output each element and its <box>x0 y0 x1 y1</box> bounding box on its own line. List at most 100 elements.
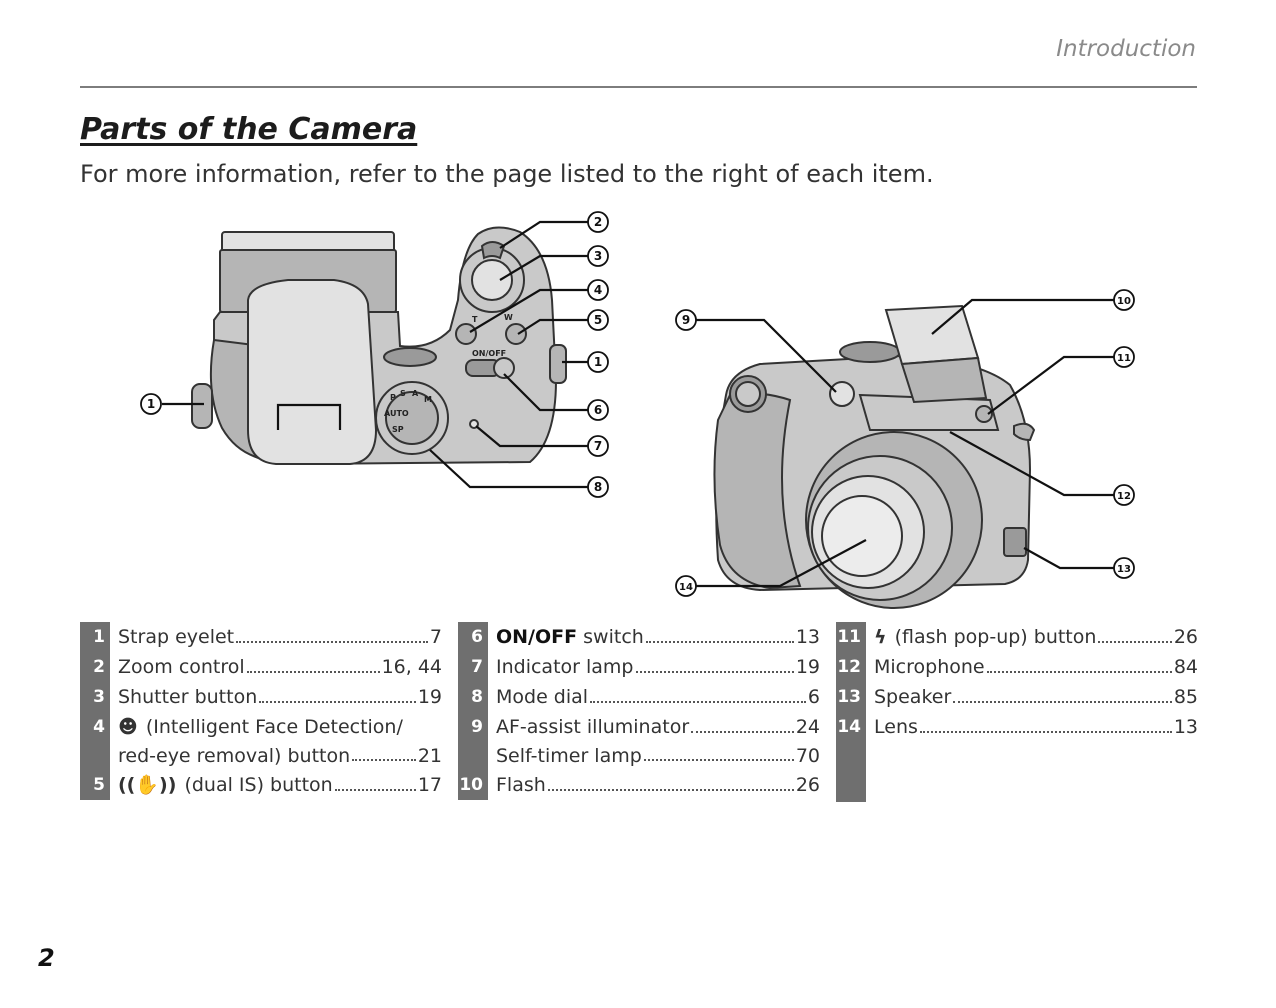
part-label: (Intelligent Face Detection/ <box>145 716 403 738</box>
svg-text:4: 4 <box>594 283 602 297</box>
callout-13: 13 <box>1113 557 1135 579</box>
camera-top-view: T W ON/OFF M A S P SP AUTO <box>191 226 567 466</box>
part-page: 19 <box>417 686 442 708</box>
svg-text:S: S <box>400 389 406 398</box>
callout-7: 7 <box>587 435 609 457</box>
part-page: 84 <box>1173 656 1198 678</box>
part-label: Flash <box>496 774 546 796</box>
callout-3: 3 <box>587 245 609 267</box>
svg-text:W: W <box>504 313 513 322</box>
part-page: 17 <box>417 774 442 796</box>
svg-text:11: 11 <box>1117 353 1131 364</box>
svg-text:9: 9 <box>682 313 690 327</box>
part-label: (dual IS) button <box>184 774 333 796</box>
part-label: Mode dial <box>496 686 589 708</box>
callout-4: 4 <box>587 279 609 301</box>
callout-10: 10 <box>1113 289 1135 311</box>
svg-text:13: 13 <box>1117 564 1131 575</box>
part-label: red-eye removal) button <box>118 745 351 767</box>
part-page: 70 <box>795 745 820 767</box>
callout-11: 11 <box>1113 346 1135 368</box>
part-label: AF-assist illuminator <box>496 716 690 738</box>
part-label: Strap eyelet <box>118 626 235 648</box>
part-item-4: 4 ☻ (Intelligent Face Detection/ red-eye… <box>80 712 442 770</box>
part-page: 26 <box>795 774 820 796</box>
part-page: 85 <box>1173 686 1198 708</box>
callout-9: 9 <box>675 309 697 331</box>
part-label: (flash pop-up) button <box>894 626 1097 648</box>
svg-text:SP: SP <box>392 425 404 434</box>
header-rule <box>80 86 1197 88</box>
svg-text:7: 7 <box>594 439 602 453</box>
callout-5: 5 <box>587 309 609 331</box>
callout-14: 14 <box>675 575 697 597</box>
part-page: 13 <box>1173 716 1198 738</box>
page-number: 2 <box>38 944 55 972</box>
on-off-label: ON/OFF <box>472 349 506 358</box>
intro-text: For more information, refer to the page … <box>80 160 934 188</box>
svg-text:A: A <box>412 389 419 398</box>
callouts: 1 2 3 4 5 1 6 7 8 9 10 11 12 13 14 <box>140 211 1135 597</box>
page-title: Parts of the Camera <box>80 112 418 147</box>
part-page: 6 <box>807 686 820 708</box>
svg-text:3: 3 <box>594 249 602 263</box>
svg-text:14: 14 <box>679 582 693 593</box>
part-page: 13 <box>795 626 820 648</box>
dual-is-icon: ((✋)) <box>118 774 177 796</box>
svg-text:1: 1 <box>594 355 602 369</box>
part-label: Speaker <box>874 686 952 708</box>
part-label: switch <box>583 626 644 648</box>
part-page: 24 <box>795 716 820 738</box>
callout-12: 12 <box>1113 484 1135 506</box>
svg-text:8: 8 <box>594 480 602 494</box>
on-off-label: ON/OFF <box>496 626 578 648</box>
leader-lines <box>162 220 1114 588</box>
svg-text:2: 2 <box>594 215 602 229</box>
part-label: Self-timer lamp <box>496 745 642 767</box>
part-label: Lens <box>874 716 918 738</box>
camera-figure: T W ON/OFF M A S P SP AUTO <box>140 211 1135 609</box>
part-page: 19 <box>795 656 820 678</box>
svg-text:10: 10 <box>1117 296 1131 307</box>
part-label: Zoom control <box>118 656 245 678</box>
callout-8: 8 <box>587 476 609 498</box>
callout-6: 6 <box>587 399 609 421</box>
part-page: 26 <box>1173 626 1198 648</box>
svg-text:T: T <box>472 315 478 324</box>
callout-2: 2 <box>587 211 609 233</box>
flash-icon: ϟ <box>874 626 887 648</box>
svg-text:12: 12 <box>1117 491 1131 502</box>
part-label: Indicator lamp <box>496 656 634 678</box>
part-page: 21 <box>417 745 442 767</box>
svg-text:M: M <box>424 395 432 404</box>
part-label: Shutter button <box>118 686 258 708</box>
svg-text:P: P <box>390 393 396 402</box>
svg-text:6: 6 <box>594 403 602 417</box>
part-page: 16, 44 <box>381 656 442 678</box>
callout-1-right: 1 <box>587 351 609 373</box>
face-detection-icon: ☻ <box>118 716 138 738</box>
section-label: Introduction <box>1056 36 1196 62</box>
svg-text:1: 1 <box>147 397 155 411</box>
callout-1-left: 1 <box>140 393 162 415</box>
part-page: 7 <box>429 626 442 648</box>
svg-text:AUTO: AUTO <box>384 409 409 418</box>
camera-front-view <box>713 304 1036 609</box>
svg-text:5: 5 <box>594 313 602 327</box>
